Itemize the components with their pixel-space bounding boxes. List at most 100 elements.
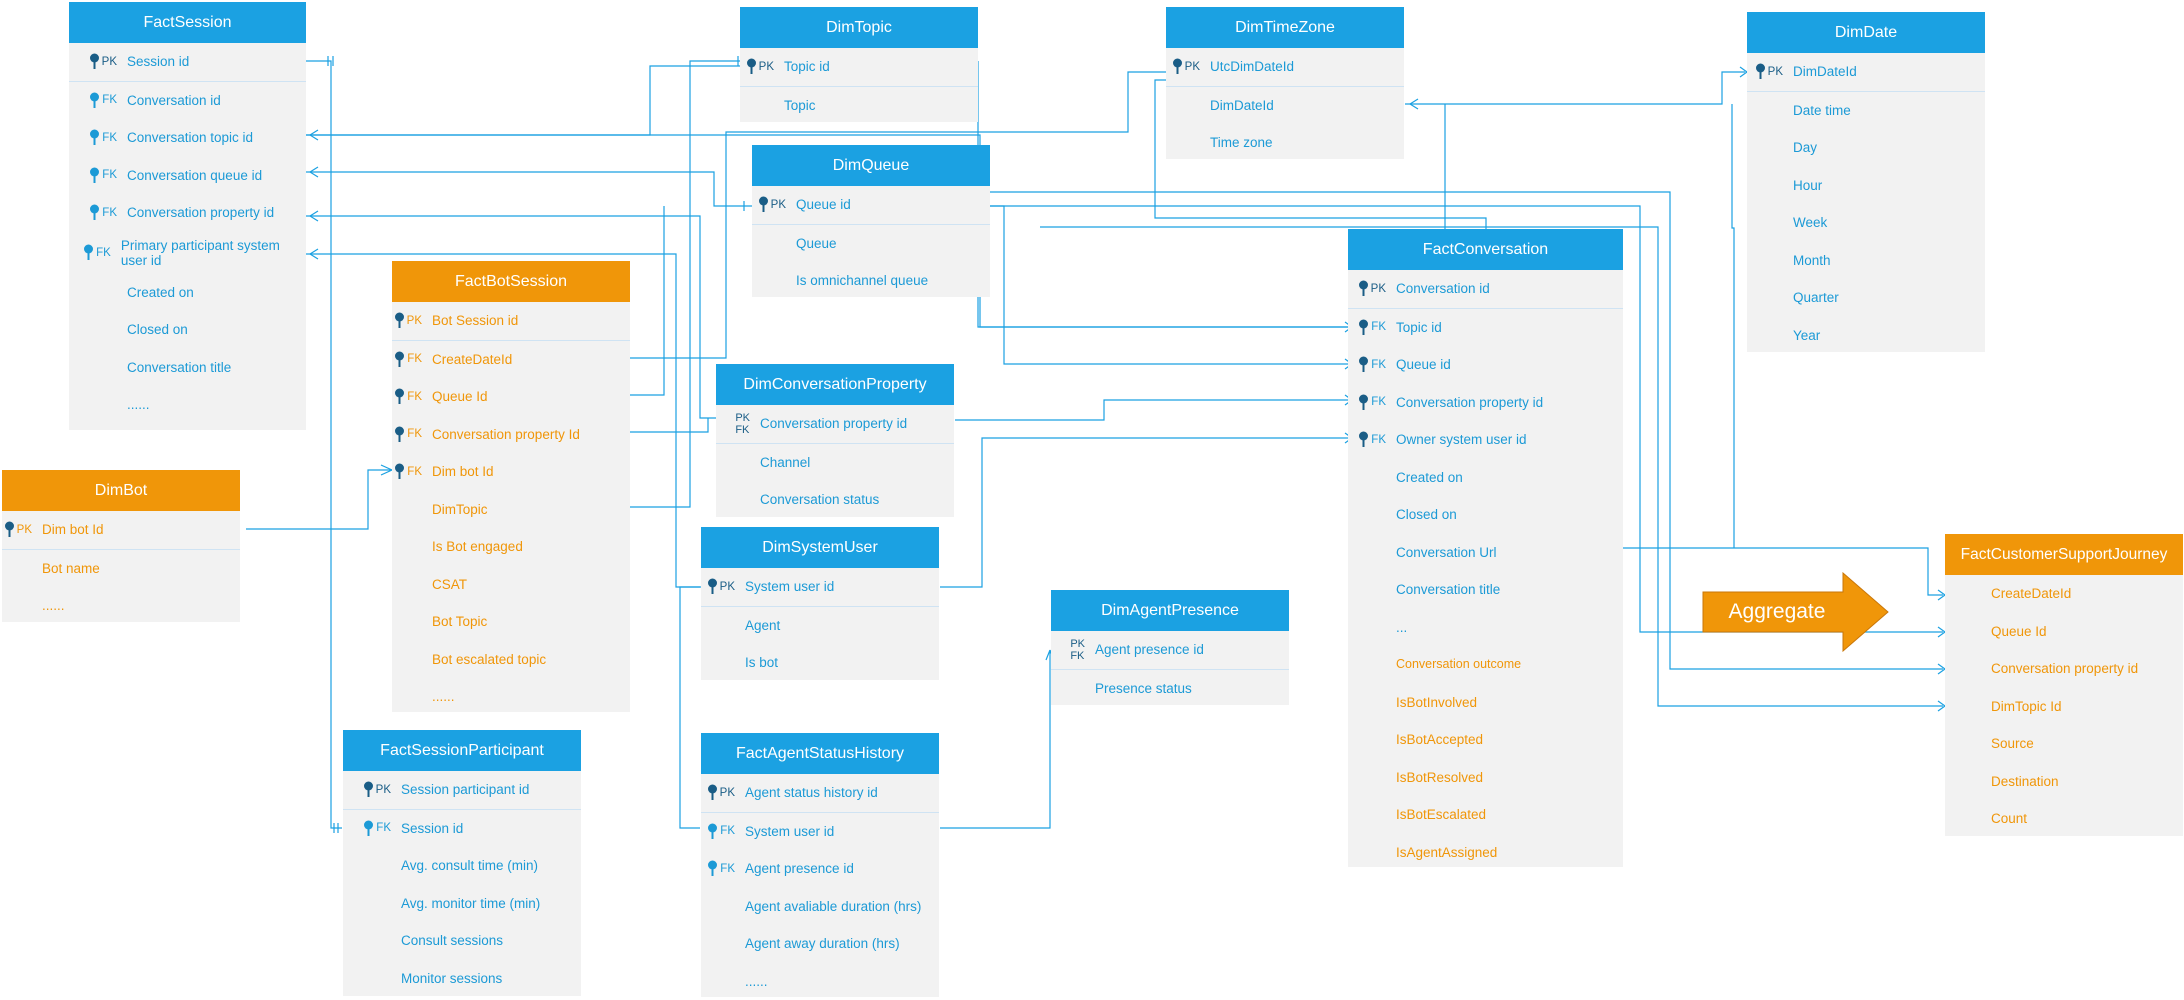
- field-label: Consult sessions: [391, 933, 503, 948]
- field-label: Conversation id: [1386, 281, 1490, 296]
- entity-row: Week: [1747, 204, 1985, 242]
- entity-row: Bot escalated topic: [392, 641, 630, 679]
- field-label: Queue id: [1386, 357, 1451, 372]
- entity-row: Destination: [1981, 763, 2183, 801]
- entity-title: FactSessionParticipant: [343, 730, 581, 771]
- field-label: Destination: [1981, 774, 2059, 789]
- entity-title: DimTopic: [740, 7, 978, 48]
- entity-row: Conversation title: [1348, 571, 1623, 609]
- entity-row: Channel: [716, 444, 954, 482]
- connector-session-participant: [305, 61, 342, 828]
- field-label: Queue Id: [1981, 624, 2047, 639]
- entity-rows: CreateDateId Queue Id Conversation prope…: [1945, 575, 2183, 838]
- key-icon: [89, 129, 100, 146]
- entity-row: Source: [1981, 725, 2183, 763]
- field-label: Queue Id: [422, 389, 488, 404]
- key-icon: [4, 521, 15, 538]
- field-label: IsBotEscalated: [1386, 807, 1486, 822]
- entity-row: Queue: [752, 225, 990, 263]
- entity-row: Time zone: [1166, 124, 1404, 162]
- field-label: Session id: [117, 54, 189, 69]
- key-icon: [1755, 63, 1766, 80]
- key-icon: [746, 58, 757, 75]
- key-icon: [1358, 280, 1369, 297]
- field-label: IsBotInvolved: [1386, 695, 1477, 710]
- entity-title: DimTimeZone: [1166, 7, 1404, 48]
- field-label: Count: [1981, 811, 2027, 826]
- entity-row: IsAgentAssigned: [1348, 834, 1623, 872]
- field-label: Time zone: [1200, 135, 1273, 150]
- field-label: Conversation status: [750, 492, 879, 507]
- entity-title: FactBotSession: [392, 261, 630, 302]
- key-icon: [1172, 58, 1183, 75]
- field-label: Year: [1783, 328, 1820, 343]
- entity-fact-customer-support-journey[interactable]: FactCustomerSupportJourney CreateDateId …: [1945, 534, 2183, 836]
- entity-title: DimDate: [1747, 12, 1985, 53]
- entity-row: Agent avaliable duration (hrs): [701, 888, 939, 926]
- field-label: Monitor sessions: [391, 971, 502, 986]
- field-label: Agent avaliable duration (hrs): [735, 899, 921, 914]
- entity-row: Closed on: [1348, 496, 1623, 534]
- entity-row: ......: [69, 386, 306, 424]
- entity-row: ...: [1348, 609, 1623, 647]
- field-label: Primary participant system user id: [111, 238, 306, 268]
- field-label: CSAT: [422, 577, 467, 592]
- key-icon: [758, 196, 769, 213]
- connector-session-queue: [305, 172, 752, 206]
- field-label: DimDateId: [1200, 98, 1274, 113]
- field-label: Is omnichannel queue: [786, 273, 928, 288]
- field-label: Conversation queue id: [117, 168, 262, 183]
- field-label: UtcDimDateId: [1200, 59, 1294, 74]
- key-icon: [83, 244, 94, 261]
- entity-row: DimTopic Id: [1981, 688, 2183, 726]
- field-label: DimTopic Id: [1981, 699, 2062, 714]
- field-label: Owner system user id: [1386, 432, 1527, 447]
- entity-row: Is omnichannel queue: [752, 262, 990, 300]
- field-label: ......: [422, 689, 455, 704]
- entity-row: IsBotAccepted: [1348, 721, 1623, 759]
- entity-row: Created on: [69, 274, 306, 312]
- entity-title: FactConversation: [1348, 229, 1623, 270]
- key-icon: [394, 312, 405, 329]
- key-icon: [394, 463, 405, 480]
- field-label: Week: [1783, 215, 1827, 230]
- entity-row: Count: [1981, 800, 2183, 838]
- field-label: Conversation outcome: [1386, 657, 1521, 672]
- field-label: Queue id: [786, 197, 851, 212]
- field-label: ...: [1386, 620, 1407, 635]
- field-label: Conversation topic id: [117, 130, 253, 145]
- connector-botsession-property: [630, 418, 708, 432]
- key-icon: [707, 784, 718, 801]
- connector-timezone-date: [1405, 72, 1745, 104]
- field-label: Agent status history id: [735, 785, 878, 800]
- field-label: Agent presence id: [1085, 642, 1204, 657]
- entity-title: FactSession: [69, 2, 306, 43]
- entity-row: Created on: [1348, 459, 1623, 497]
- connector-ash-presence: [940, 650, 1050, 828]
- field-label: Conversation property id: [117, 205, 274, 220]
